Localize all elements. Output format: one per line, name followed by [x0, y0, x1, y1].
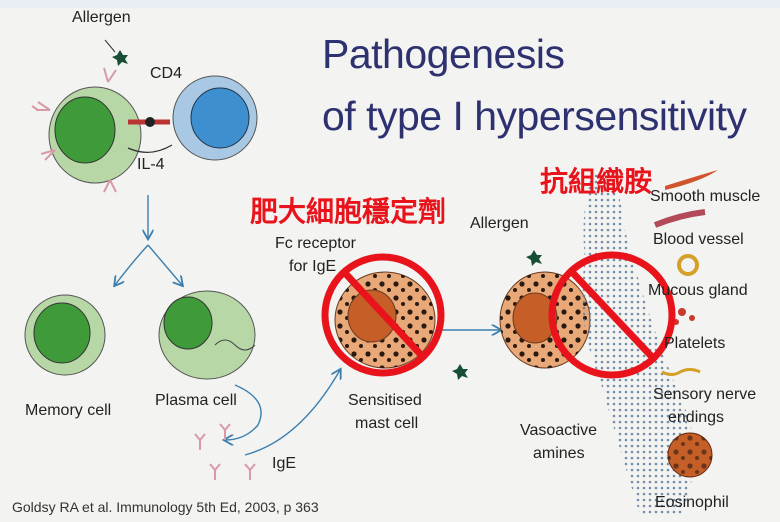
annotation-antihistamine: 抗組織胺	[540, 165, 653, 198]
label-ige: IgE	[272, 455, 297, 472]
degranulating-mast-cell	[499, 271, 591, 369]
label-allergen-right: Allergen	[470, 215, 529, 232]
annotation-mast-cell-stabilizer: 肥大細胞穩定劑	[250, 195, 447, 228]
il4-arrow	[127, 144, 173, 153]
target-platelets: Platelets	[664, 335, 726, 352]
platelets-icon	[673, 308, 695, 325]
label-vasoactive-2: amines	[533, 445, 585, 462]
target-sensory-nerve: Sensory nerve	[653, 386, 757, 403]
allergen-star-top	[104, 39, 128, 66]
target-eosinophil: Eosinophil	[655, 494, 729, 511]
plasma-cell	[158, 290, 256, 380]
blood-vessel-icon	[653, 209, 706, 228]
label-il4: IL-4	[137, 156, 165, 173]
label-memory-cell: Memory cell	[25, 402, 112, 419]
ige-antibodies	[194, 423, 256, 480]
label-sensitised-1: Sensitised	[348, 392, 422, 409]
b-cell	[31, 67, 142, 193]
target-mucous-gland: Mucous gland	[648, 282, 748, 299]
title-line-2: of type I hypersensitivity	[322, 93, 747, 139]
smooth-muscle-icon	[665, 170, 718, 190]
label-sensitised-2: mast cell	[355, 415, 419, 432]
top-strip	[0, 0, 780, 8]
label-vasoactive-1: Vasoactive	[520, 422, 598, 439]
label-cd4: CD4	[150, 65, 183, 82]
differentiation-arrows	[115, 195, 500, 456]
prohibition-sign-mast-cell-stabilizer	[321, 253, 445, 377]
target-blood-vessel: Blood vessel	[653, 231, 744, 248]
mucous-gland-icon	[677, 254, 699, 276]
memory-cell	[24, 294, 106, 376]
label-plasma-cell: Plasma cell	[155, 392, 237, 409]
eosinophil-icon	[667, 432, 713, 478]
citation: Goldsy RA et al. Immunology 5th Ed, 2003…	[12, 499, 319, 515]
label-fc-receptor-1: Fc receptor	[275, 235, 356, 252]
sensory-nerve-icon	[661, 368, 701, 376]
allergen-star-free	[452, 364, 468, 380]
t-cell	[172, 75, 258, 161]
target-sensory-nerve-endings: endings	[668, 409, 725, 426]
prohibition-sign-antihistamine	[548, 251, 676, 379]
title-line-1: Pathogenesis	[322, 31, 565, 77]
target-smooth-muscle: Smooth muscle	[650, 188, 761, 205]
allergen-star-right	[526, 250, 542, 266]
label-fc-receptor-2: for IgE	[289, 258, 337, 275]
label-allergen-top: Allergen	[72, 9, 131, 26]
